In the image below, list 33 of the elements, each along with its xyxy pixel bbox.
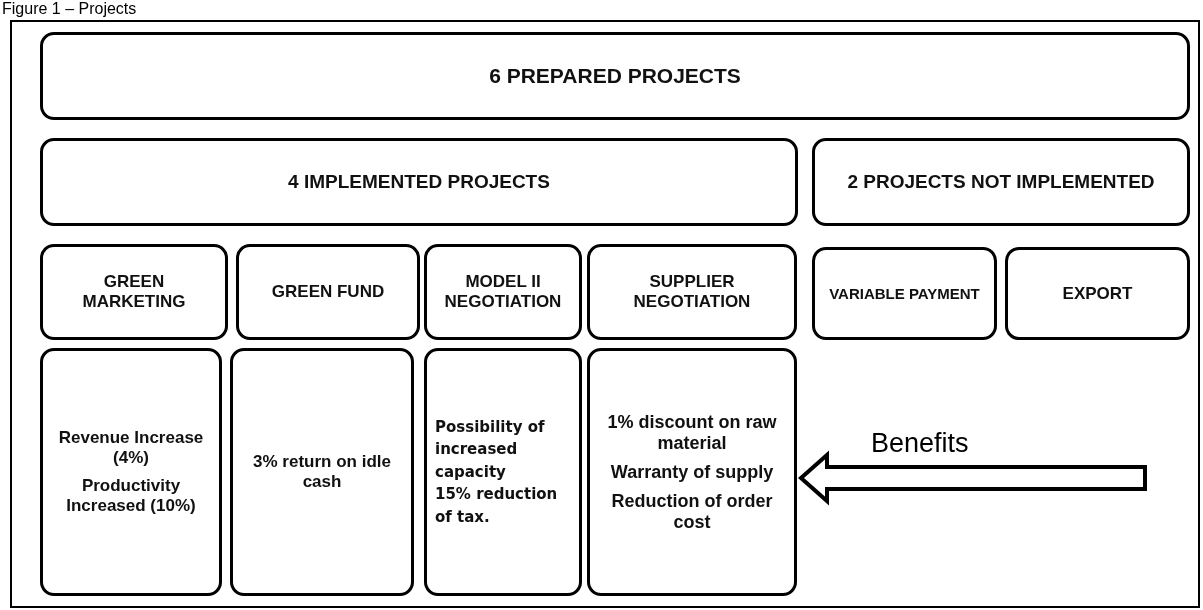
block-arrow xyxy=(798,450,1147,506)
node-text: 1% discount on raw material xyxy=(606,411,778,454)
project-box xyxy=(236,244,420,340)
node-text: Productivity Increased (10%) xyxy=(65,476,197,516)
benefit-box xyxy=(40,348,222,596)
project-box xyxy=(812,247,997,340)
figure-title: Figure 1 – Projects xyxy=(2,0,137,18)
node-text: MODEL II NEGOTIATION xyxy=(443,272,563,312)
node-text: GREEN MARKETING xyxy=(81,272,187,312)
group-box xyxy=(812,138,1190,226)
edge-label: Benefits xyxy=(871,428,969,458)
node-text: SUPPLIER NEGOTIATION xyxy=(632,272,752,312)
project-box xyxy=(1005,247,1190,340)
node-text: VARIABLE PAYMENT xyxy=(829,285,980,302)
project-box xyxy=(424,244,582,340)
node-text: Revenue Increase (4%) xyxy=(57,428,205,468)
benefit-box xyxy=(424,348,582,596)
benefit-box xyxy=(587,348,797,596)
node-text: 2 PROJECTS NOT IMPLEMENTED xyxy=(847,171,1155,193)
node-text: Reduction of order cost xyxy=(610,490,774,533)
group-box xyxy=(40,138,798,226)
node-text: 6 PREPARED PROJECTS xyxy=(489,64,741,88)
benefit-box xyxy=(230,348,414,596)
node-text: GREEN FUND xyxy=(271,282,385,302)
header-box xyxy=(40,32,1190,120)
node-text: 4 IMPLEMENTED PROJECTS xyxy=(288,171,550,193)
node-text: Possibility of increased capacity xyxy=(435,416,546,483)
node-text: Warranty of supply xyxy=(610,461,774,483)
node-text: 15% reduction of tax. xyxy=(435,484,559,528)
node-text: 3% return on idle cash xyxy=(252,452,392,492)
project-box xyxy=(40,244,228,340)
node-text: EXPORT xyxy=(1062,283,1133,304)
project-box xyxy=(587,244,797,340)
